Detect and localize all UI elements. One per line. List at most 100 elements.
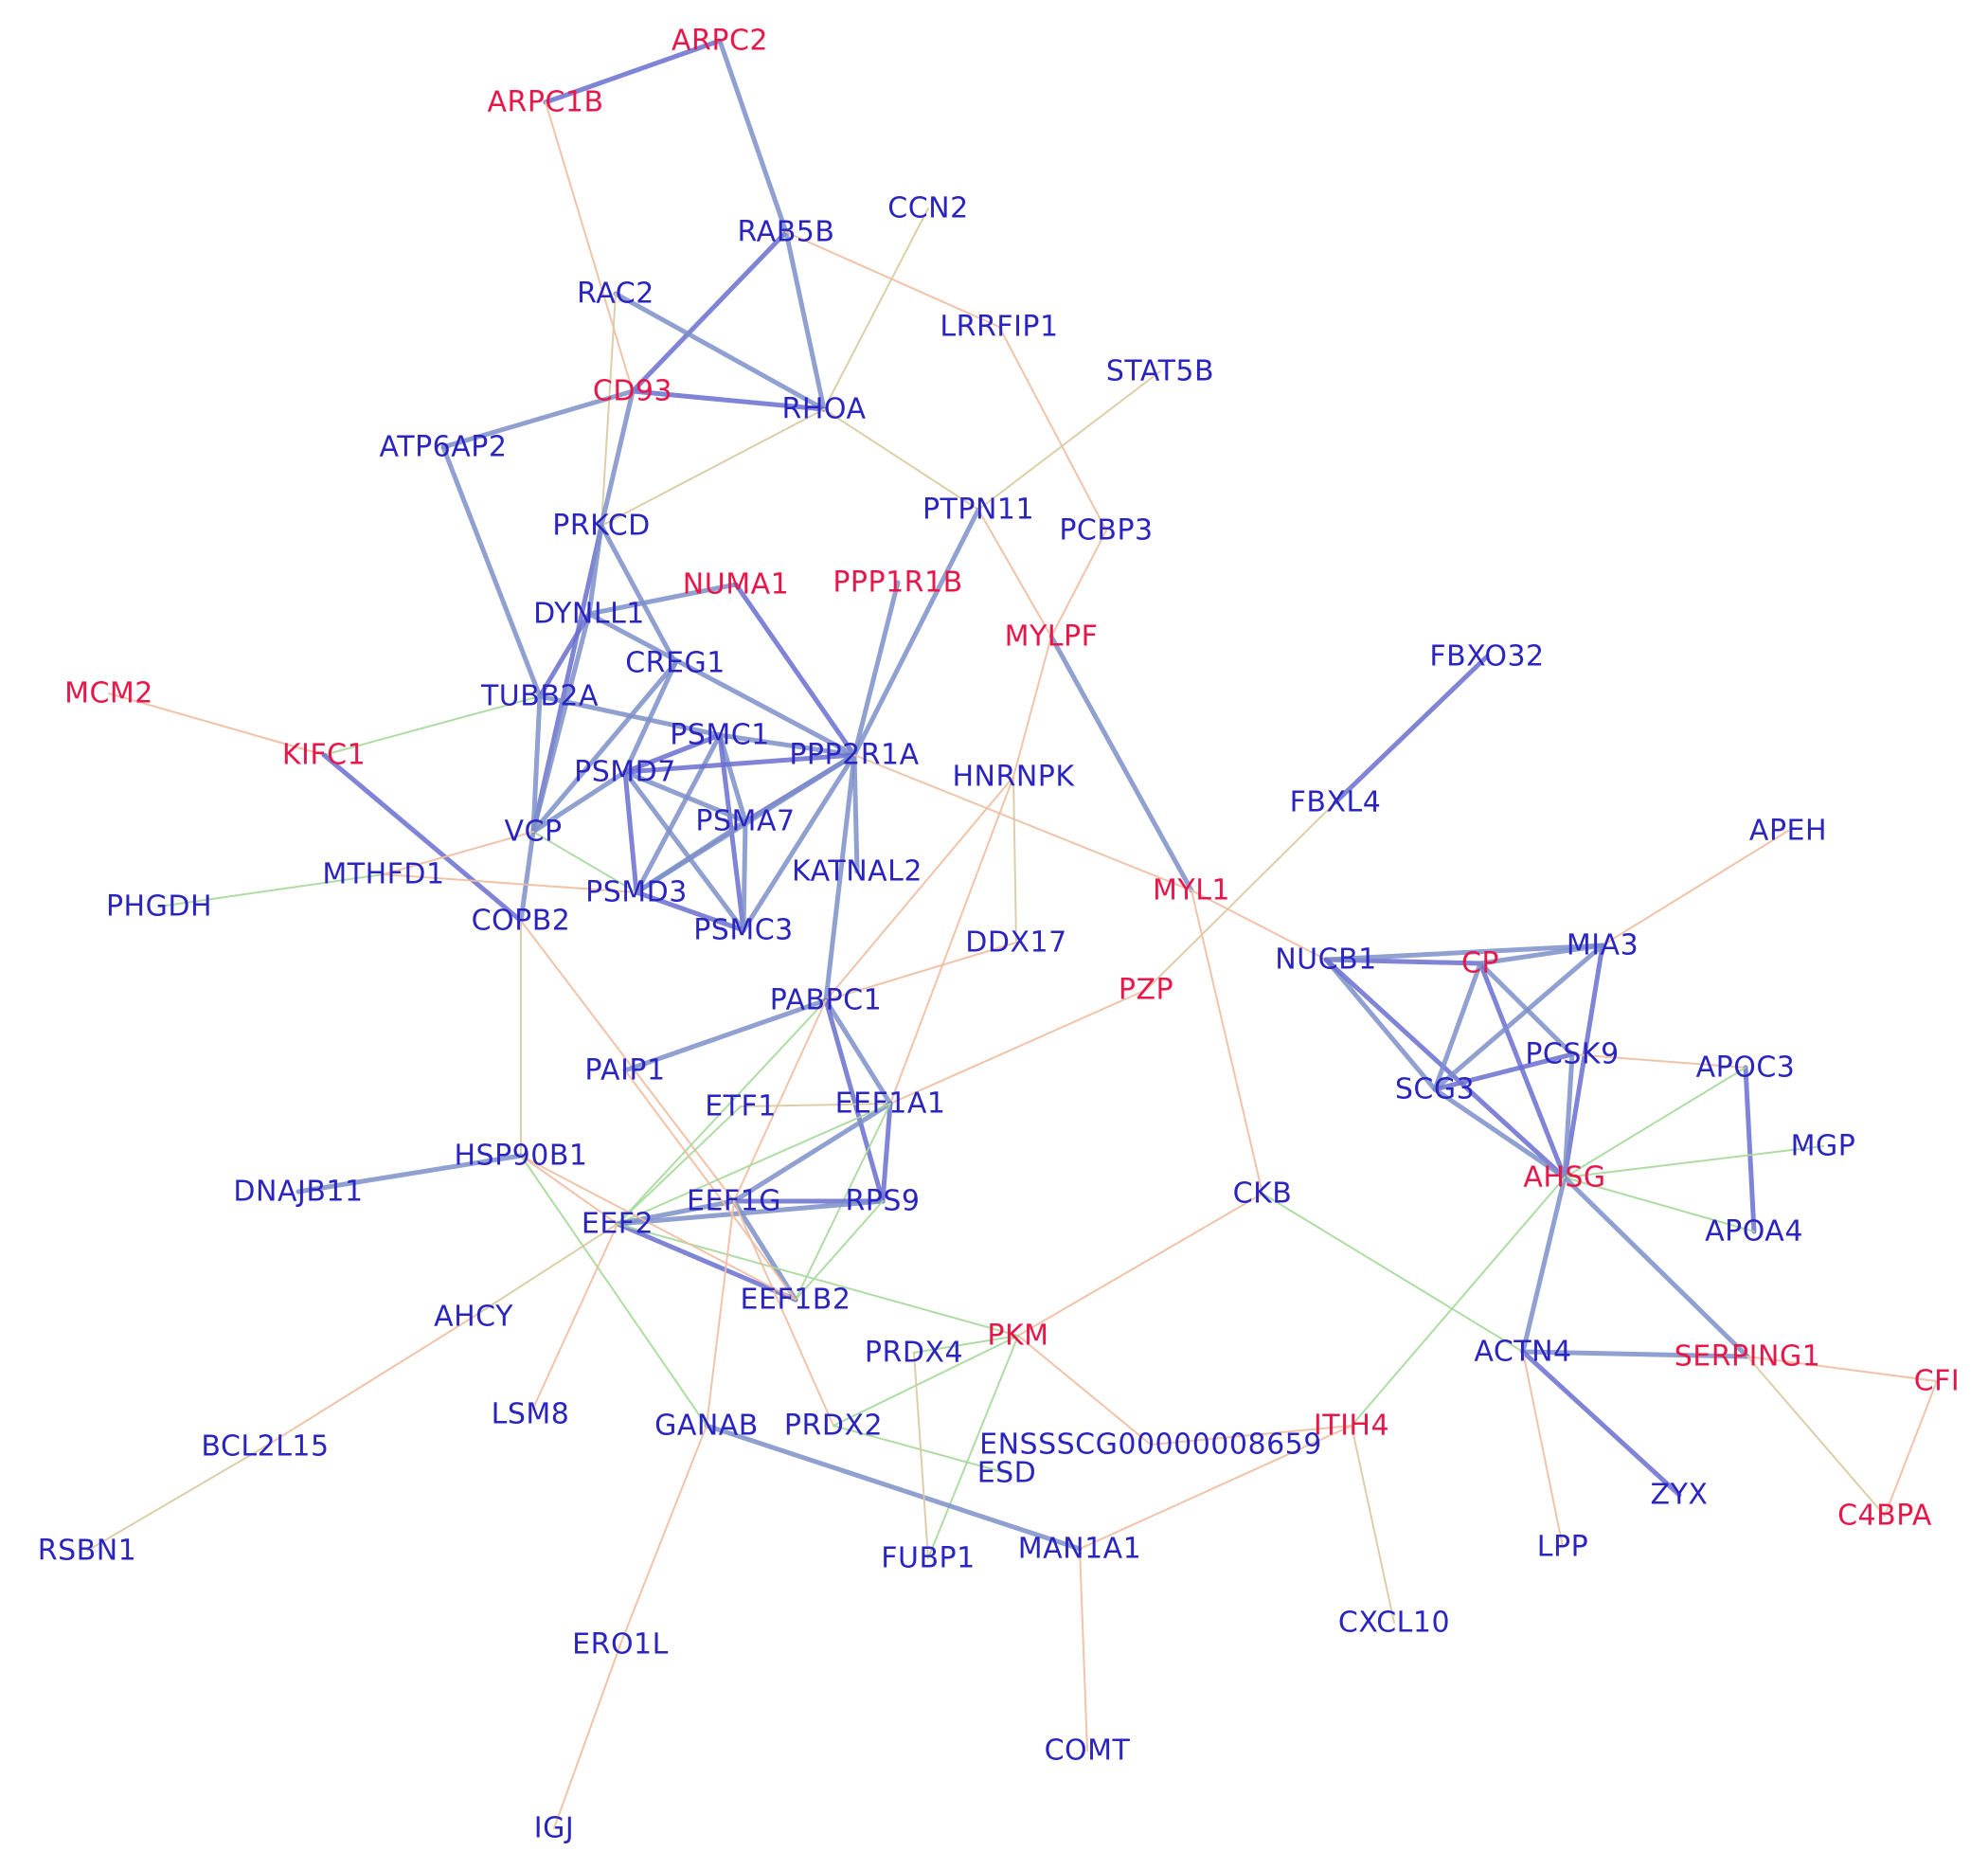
node-fubp1[interactable]: FUBP1: [881, 1542, 975, 1575]
node-copb2[interactable]: COPB2: [472, 905, 571, 938]
node-prdx4[interactable]: PRDX4: [865, 1337, 963, 1370]
node-igj[interactable]: IGJ: [534, 1812, 574, 1845]
node-bcl2l15[interactable]: BCL2L15: [201, 1430, 329, 1464]
node-lsm8[interactable]: LSM8: [492, 1398, 570, 1431]
node-enssscg00000008659[interactable]: ENSSSCG00000008659: [979, 1429, 1322, 1462]
node-pabpc1[interactable]: PABPC1: [770, 984, 882, 1017]
node-zyx[interactable]: ZYX: [1651, 1479, 1709, 1512]
node-cfi[interactable]: CFI: [1914, 1365, 1961, 1398]
node-arpc2[interactable]: ARPC2: [672, 25, 768, 58]
edge-apoc3-apoa4: [1743, 1065, 1757, 1234]
node-tubb2a[interactable]: TUBB2A: [480, 680, 599, 713]
node-kifc1[interactable]: KIFC1: [282, 739, 366, 772]
node-apoc3[interactable]: APOC3: [1696, 1051, 1796, 1085]
edge-eef2-eef1g: [615, 1198, 737, 1227]
node-c4bpa[interactable]: C4BPA: [1837, 1500, 1932, 1533]
node-katnal2[interactable]: KATNAL2: [792, 855, 922, 889]
node-fbxo32[interactable]: FBXO32: [1429, 640, 1544, 674]
edge-psmd7-ppp2r1a: [622, 752, 857, 775]
edge-psmd7-psmd3: [622, 769, 639, 895]
edge-eef1g-eef1b2: [731, 1198, 798, 1303]
edge-mthfd1-psmd3: [383, 873, 637, 893]
node-eef1g[interactable]: EEF1G: [687, 1185, 781, 1218]
node-cp[interactable]: CP: [1461, 947, 1499, 980]
node-dnajb11[interactable]: DNAJB11: [233, 1176, 363, 1209]
node-apoa4[interactable]: APOA4: [1705, 1215, 1803, 1249]
node-paip1[interactable]: PAIP1: [584, 1054, 665, 1087]
node-cxcl10[interactable]: CXCL10: [1338, 1607, 1450, 1640]
node-ccn2[interactable]: CCN2: [887, 192, 968, 225]
node-mgp[interactable]: MGP: [1791, 1130, 1856, 1163]
node-psmd3[interactable]: PSMD3: [585, 876, 688, 909]
node-man1a1[interactable]: MAN1A1: [1018, 1533, 1142, 1566]
node-myl1[interactable]: MYL1: [1153, 874, 1230, 908]
node-arpc1b[interactable]: ARPC1B: [487, 86, 603, 119]
node-eef2[interactable]: EEF2: [582, 1208, 654, 1241]
node-mcm2[interactable]: MCM2: [64, 677, 153, 710]
edge-etf1-eef2: [617, 1105, 742, 1225]
node-rab5b[interactable]: RAB5B: [738, 216, 835, 249]
edge-ptpn11-mylpf: [977, 509, 1052, 638]
node-esd[interactable]: ESD: [977, 1457, 1037, 1490]
edge-ganab-eef1g: [706, 1200, 735, 1427]
node-hsp90b1[interactable]: HSP90B1: [454, 1140, 587, 1173]
node-dynll1[interactable]: DYNLL1: [533, 598, 645, 631]
node-ppp2r1a[interactable]: PPP2R1A: [789, 739, 919, 772]
node-serping1[interactable]: SERPING1: [1675, 1340, 1821, 1374]
node-creg1[interactable]: CREG1: [625, 647, 725, 680]
node-ahsg[interactable]: AHSG: [1523, 1161, 1605, 1195]
node-pcsk9[interactable]: PCSK9: [1525, 1038, 1619, 1071]
node-rac2[interactable]: RAC2: [577, 278, 654, 311]
node-fbxl4[interactable]: FBXL4: [1290, 786, 1382, 819]
node-atp6ap2[interactable]: ATP6AP2: [380, 431, 508, 464]
edge-psmd3-psmc3: [634, 890, 746, 933]
node-ppp1r1b[interactable]: PPP1R1B: [833, 566, 962, 600]
node-apeh[interactable]: APEH: [1749, 815, 1827, 848]
node-rps9[interactable]: RPS9: [845, 1185, 920, 1218]
node-etf1[interactable]: ETF1: [705, 1090, 777, 1123]
node-hnrnpk[interactable]: HNRNPK: [952, 761, 1075, 794]
node-psmc3[interactable]: PSMC3: [693, 914, 794, 947]
node-ckb[interactable]: CKB: [1233, 1177, 1293, 1211]
node-numa1[interactable]: NUMA1: [683, 568, 789, 602]
edge-numa1-dynll1: [586, 582, 739, 617]
edge-kifc1-copb2: [321, 752, 524, 924]
node-actn4[interactable]: ACTN4: [1474, 1336, 1571, 1369]
edge-psmc1-psmd3: [634, 732, 723, 895]
edge-mcm2-kifc1: [108, 692, 325, 756]
edge-scg3-ahsg: [1432, 1087, 1567, 1180]
node-itih4[interactable]: ITIH4: [1314, 1410, 1389, 1443]
node-cd93[interactable]: CD93: [593, 375, 672, 408]
node-lrrfip1[interactable]: LRRFIP1: [940, 311, 1058, 344]
node-ahcy[interactable]: AHCY: [434, 1301, 513, 1334]
node-psma7[interactable]: PSMA7: [695, 805, 795, 838]
node-pkm[interactable]: PKM: [987, 1320, 1048, 1353]
node-ganab[interactable]: GANAB: [654, 1410, 759, 1443]
node-vcp[interactable]: VCP: [504, 816, 562, 849]
node-pzp[interactable]: PZP: [1119, 974, 1173, 1007]
edge-ppp1r1b-ppp2r1a: [851, 580, 901, 758]
node-psmc1[interactable]: PSMC1: [670, 719, 770, 752]
node-phgdh[interactable]: PHGDH: [106, 890, 212, 924]
node-ptpn11[interactable]: PTPN11: [922, 494, 1034, 527]
node-stat5b[interactable]: STAT5B: [1106, 355, 1214, 388]
node-pcbp3[interactable]: PCBP3: [1059, 514, 1153, 548]
node-lpp[interactable]: LPP: [1537, 1531, 1588, 1564]
node-mylpf[interactable]: MYLPF: [1005, 620, 1099, 654]
node-scg3[interactable]: SCG3: [1395, 1073, 1475, 1106]
node-mia3[interactable]: MIA3: [1567, 929, 1639, 962]
node-ddx17[interactable]: DDX17: [965, 926, 1066, 960]
edge-dynll1-ppp2r1a: [586, 611, 857, 758]
node-prkcd[interactable]: PRKCD: [552, 510, 651, 543]
node-nucb1[interactable]: NUCB1: [1275, 943, 1377, 977]
node-psmd7[interactable]: PSMD7: [574, 756, 676, 789]
node-eef1a1[interactable]: EEF1A1: [835, 1087, 946, 1121]
node-ero1l[interactable]: ERO1L: [572, 1628, 669, 1662]
node-mthfd1[interactable]: MTHFD1: [322, 858, 444, 891]
node-prdx2[interactable]: PRDX2: [784, 1410, 883, 1443]
node-eef1b2[interactable]: EEF1B2: [741, 1284, 851, 1317]
node-rhoa[interactable]: RHOA: [781, 393, 866, 426]
node-rsbn1[interactable]: RSBN1: [38, 1535, 137, 1568]
node-comt[interactable]: COMT: [1045, 1734, 1131, 1768]
